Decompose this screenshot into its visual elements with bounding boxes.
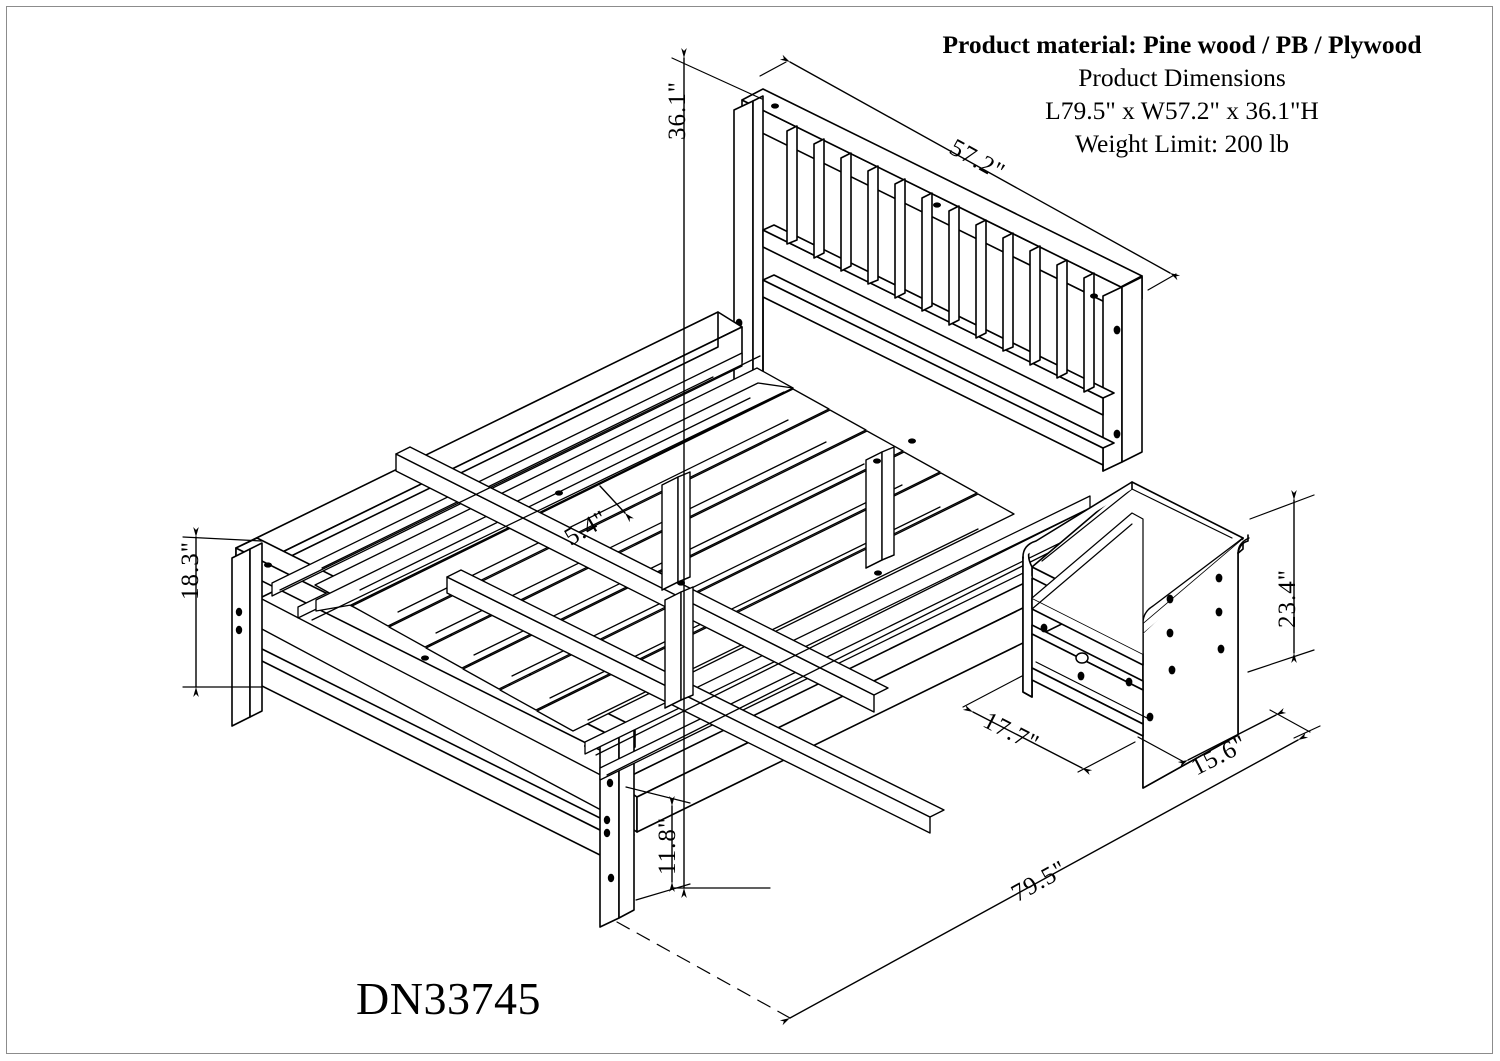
dimension-label-footboard-height: 18.3": [177, 541, 204, 600]
weight-limit-line: Weight Limit: 200 lb: [1075, 129, 1289, 159]
product-dimensions-heading: Product Dimensions: [1078, 63, 1286, 93]
dimension-23-4: [1247, 490, 1315, 673]
dimension-label-floor-clearance: 11.8": [654, 816, 681, 875]
dimension-79-5: [616, 725, 1321, 1026]
dimension-label-headboard-height: 36.1": [664, 81, 691, 140]
title-block: Product material: Pine wood / PB / Plywo…: [922, 28, 1442, 161]
frame-runners: [279, 355, 1099, 776]
nightstand: [1022, 481, 1250, 789]
product-material-line: Product material: Pine wood / PB / Plywo…: [942, 30, 1422, 59]
product-dimensions-value: L79.5" x W57.2" x 36.1"H: [1045, 96, 1319, 126]
model-code-label: DN33745: [356, 973, 541, 1024]
dimension-36-1: [671, 48, 771, 898]
dimension-18-3: [182, 527, 263, 697]
dimension-57-2: [759, 54, 1181, 291]
dimension-11-8: [625, 786, 691, 901]
dimension-label-nightstand-height: 23.4": [1274, 569, 1301, 628]
dimension-5-4: [599, 485, 634, 523]
